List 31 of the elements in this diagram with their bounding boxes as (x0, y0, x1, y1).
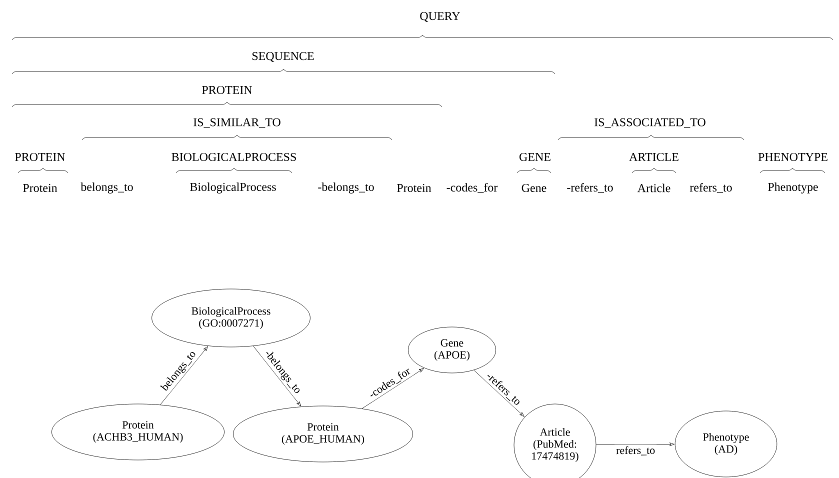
category-label: QUERY (420, 12, 460, 22)
category-label: PROTEIN (15, 152, 66, 161)
token-label: Protein (397, 184, 432, 192)
token-label: Gene (522, 184, 546, 192)
category-label: GENE (520, 152, 550, 161)
category-label: PHENOTYPE (758, 152, 828, 161)
ellipse-node: Protein (APOE_HUMAN) (233, 406, 413, 462)
token-label: -codes_for (446, 182, 498, 193)
token-label: refers_to (690, 182, 732, 193)
category-label: PROTEIN (202, 86, 252, 94)
arrow (474, 370, 524, 417)
category-label: ARTICLE (629, 152, 678, 161)
ellipse-node: BiologicalProcess (GO:0007271) (152, 288, 310, 348)
token-label: Phenotype (768, 182, 818, 194)
category-label: IS_SIMILAR_TO (194, 118, 280, 128)
arrow (362, 368, 424, 409)
arrow (596, 442, 674, 446)
edge-label: refers_to (616, 446, 655, 456)
token-label: Article (637, 184, 670, 192)
ellipse-node: Protein (ACHB3_HUMAN) (52, 404, 224, 460)
token-label: BiologicalProcess (190, 182, 276, 194)
token-label: Protein (23, 184, 58, 192)
arrow (253, 346, 302, 406)
category-label: BIOLOGICALPROCESS (172, 152, 296, 161)
token-label: -refers_to (567, 182, 613, 193)
category-label: SEQUENCE (252, 52, 314, 62)
arrow (160, 346, 208, 405)
token-label: belongs_to (80, 182, 133, 194)
token-label: -belongs_to (318, 182, 374, 194)
ellipse-node: Phenotype (AD) (674, 410, 778, 478)
category-label: IS_ASSOCIATED_TO (594, 118, 706, 128)
